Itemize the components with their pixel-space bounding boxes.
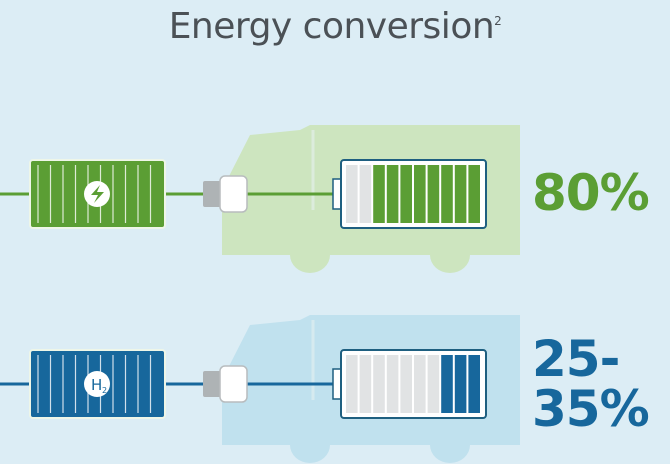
lightning-bolt-icon [91, 185, 104, 203]
battery-cell-filled [468, 165, 480, 223]
plug-connector-icon [203, 371, 223, 397]
efficiency-hydrogen: 25-35% [532, 330, 650, 438]
battery-cell-empty [414, 355, 426, 413]
battery-cell-empty [373, 355, 385, 413]
battery-cell-filled [386, 165, 399, 223]
battery-cell-empty [359, 355, 372, 413]
battery-cell-empty [346, 355, 358, 413]
row-battery-electric [0, 125, 520, 273]
battery-cell-empty [386, 355, 399, 413]
h2-subscript: 2 [102, 386, 107, 395]
battery-cell-empty [359, 165, 372, 223]
battery-cell-empty [346, 165, 358, 223]
battery-cell-filled [373, 165, 385, 223]
battery-cell-filled [454, 355, 467, 413]
h2-label: H [91, 376, 102, 394]
title-text: Energy conversion [168, 6, 495, 47]
footnote-marker: 2 [494, 14, 502, 28]
battery-cell-filled [441, 165, 453, 223]
h2-icon [84, 371, 110, 397]
plug-connector-icon [203, 181, 223, 207]
battery-cell-empty [427, 355, 440, 413]
battery-cell-filled [427, 165, 440, 223]
plug-sleeve [219, 365, 248, 403]
efficiency-battery-electric: 80% [532, 164, 650, 222]
battery-cell-filled [400, 165, 412, 223]
battery-cell-empty [400, 355, 412, 413]
battery-cell-filled [454, 165, 467, 223]
battery-cell-filled [468, 355, 480, 413]
plug-sleeve [219, 175, 248, 213]
battery-cell-filled [414, 165, 426, 223]
page-title: Energy conversion2 [0, 6, 670, 47]
battery-cell-filled [441, 355, 453, 413]
